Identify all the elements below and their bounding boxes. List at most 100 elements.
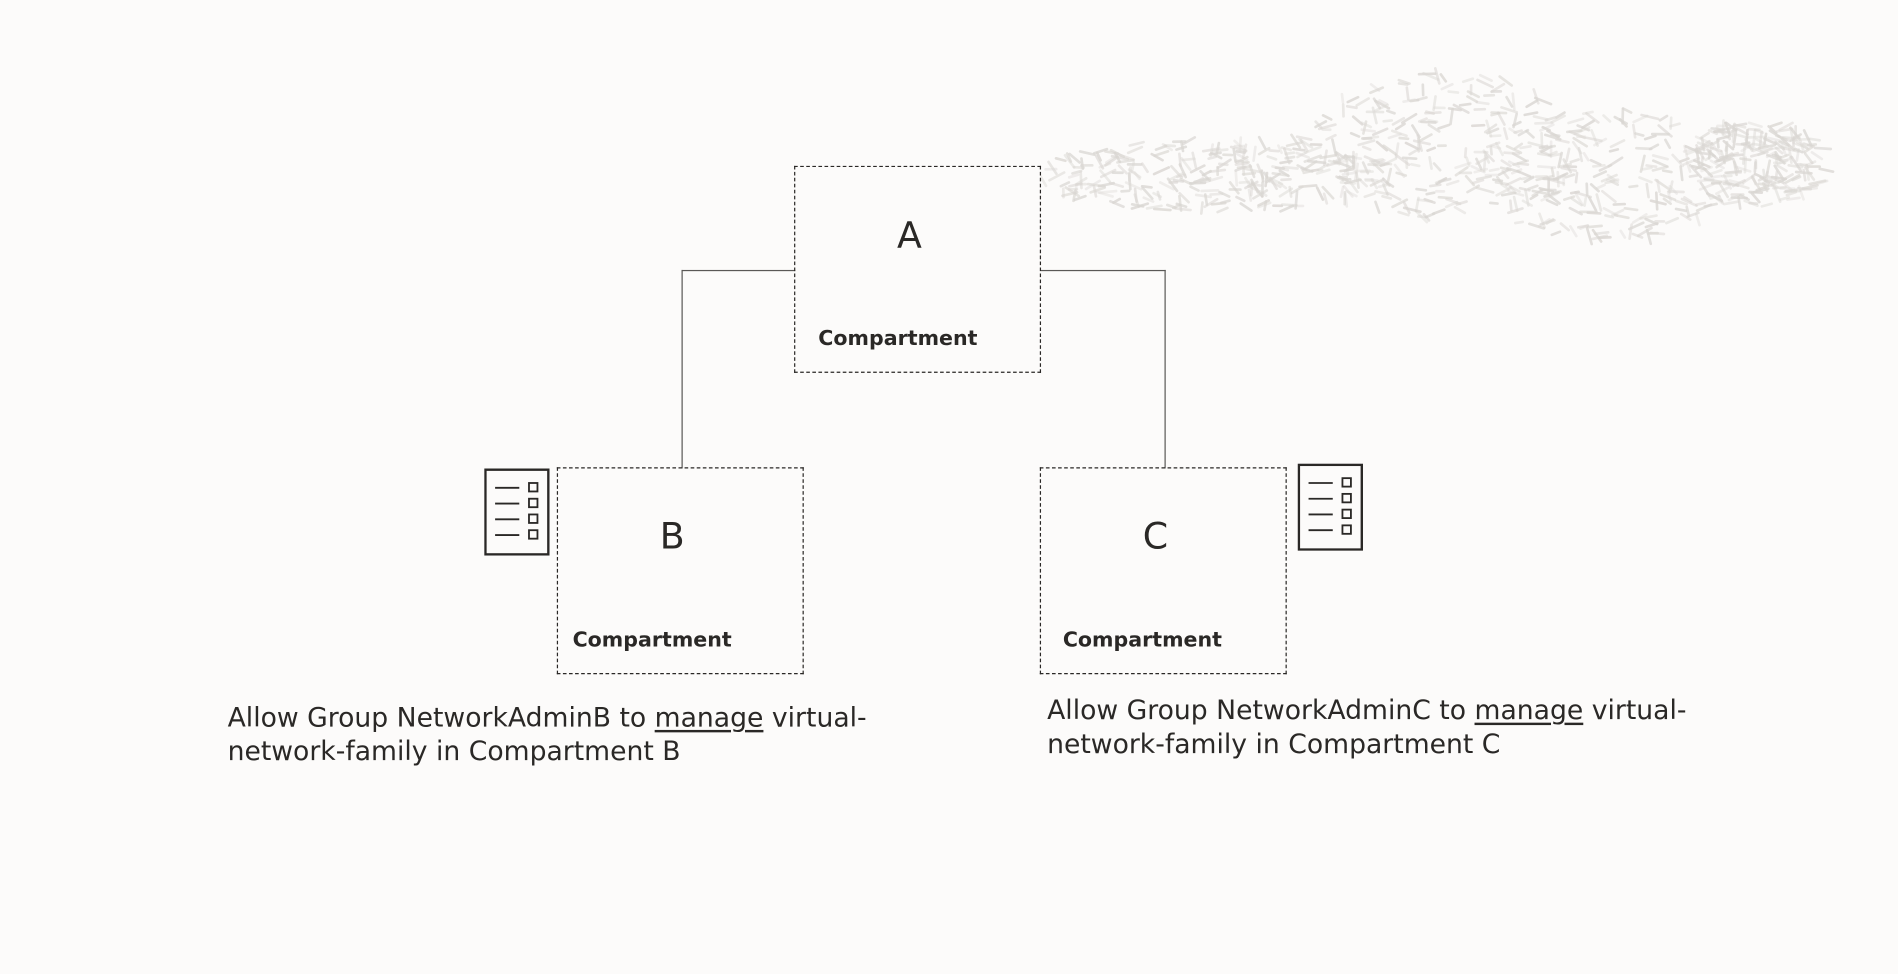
texture-stroke bbox=[1727, 194, 1740, 202]
texture-stroke bbox=[1753, 172, 1765, 179]
texture-stroke bbox=[1737, 195, 1742, 210]
texture-stroke bbox=[1321, 114, 1333, 121]
texture-stroke bbox=[1501, 169, 1510, 180]
texture-stroke bbox=[1508, 127, 1518, 135]
policy-c-line-2: network-family in Compartment C bbox=[1047, 729, 1501, 761]
texture-stroke bbox=[1127, 172, 1132, 191]
texture-stroke bbox=[1094, 154, 1105, 170]
texture-stroke bbox=[1361, 161, 1370, 175]
texture-stroke bbox=[1700, 156, 1704, 168]
texture-stroke bbox=[1397, 210, 1410, 217]
texture-stroke bbox=[1210, 201, 1227, 206]
texture-stroke bbox=[1339, 168, 1354, 173]
texture-stroke bbox=[1667, 190, 1685, 194]
texture-stroke bbox=[1128, 140, 1145, 147]
texture-stroke bbox=[1542, 177, 1560, 181]
texture-stroke bbox=[1645, 228, 1653, 246]
texture-stroke bbox=[1228, 181, 1240, 195]
policy-statement-b: Allow Group NetworkAdminB to manage virt… bbox=[228, 702, 867, 770]
texture-stroke bbox=[1475, 186, 1495, 194]
texture-stroke bbox=[1394, 122, 1406, 131]
texture-stroke bbox=[1426, 146, 1437, 152]
texture-stroke bbox=[1453, 205, 1467, 215]
texture-stroke bbox=[1805, 163, 1810, 181]
texture-stroke bbox=[1754, 128, 1765, 135]
texture-stroke bbox=[1671, 153, 1685, 168]
texture-stroke bbox=[1508, 185, 1521, 193]
texture-stroke bbox=[1685, 160, 1692, 173]
texture-stroke bbox=[1203, 197, 1219, 209]
texture-stroke bbox=[1263, 171, 1271, 183]
texture-stroke bbox=[1628, 184, 1639, 189]
texture-stroke bbox=[1732, 153, 1744, 157]
texture-stroke bbox=[1550, 230, 1562, 237]
texture-stroke bbox=[1156, 190, 1162, 201]
texture-stroke bbox=[1068, 182, 1083, 188]
texture-stroke bbox=[1593, 230, 1610, 236]
texture-stroke bbox=[1489, 145, 1493, 156]
texture-stroke bbox=[1525, 129, 1535, 139]
texture-stroke bbox=[1447, 90, 1460, 94]
policy-b-pre: Allow Group NetworkAdminB to bbox=[227, 703, 655, 734]
texture-stroke bbox=[1691, 164, 1707, 171]
texture-stroke bbox=[1189, 185, 1200, 192]
texture-stroke bbox=[1200, 188, 1220, 193]
texture-stroke bbox=[1739, 157, 1752, 162]
texture-stroke bbox=[1651, 165, 1669, 172]
texture-stroke bbox=[1699, 181, 1711, 198]
texture-stroke bbox=[1427, 123, 1441, 133]
texture-stroke bbox=[1059, 181, 1071, 188]
texture-stroke bbox=[1397, 78, 1411, 85]
texture-stroke bbox=[1454, 166, 1469, 177]
texture-stroke bbox=[1638, 176, 1653, 184]
texture-stroke bbox=[1707, 129, 1719, 136]
texture-stroke bbox=[1731, 122, 1748, 128]
texture-stroke bbox=[1063, 153, 1076, 169]
texture-stroke bbox=[1124, 181, 1143, 191]
texture-stroke bbox=[1041, 174, 1048, 188]
texture-stroke bbox=[1473, 167, 1489, 174]
texture-stroke bbox=[1339, 185, 1345, 199]
texture-stroke bbox=[1314, 120, 1328, 129]
texture-stroke bbox=[1606, 173, 1620, 184]
texture-stroke bbox=[1783, 146, 1800, 153]
texture-stroke bbox=[1623, 206, 1639, 212]
texture-stroke bbox=[1593, 137, 1608, 147]
texture-stroke bbox=[1609, 139, 1626, 149]
texture-stroke bbox=[1439, 73, 1448, 83]
texture-stroke bbox=[1773, 185, 1782, 204]
texture-stroke bbox=[1585, 136, 1603, 143]
texture-stroke bbox=[1523, 111, 1539, 117]
texture-stroke bbox=[1585, 112, 1600, 124]
texture-stroke bbox=[1218, 162, 1229, 167]
texture-stroke bbox=[1715, 160, 1726, 169]
texture-stroke bbox=[1369, 86, 1385, 95]
texture-stroke bbox=[1794, 170, 1813, 175]
texture-stroke bbox=[1397, 82, 1409, 86]
texture-stroke bbox=[1098, 162, 1112, 169]
texture-stroke bbox=[1205, 175, 1224, 183]
texture-stroke bbox=[1544, 116, 1557, 122]
texture-stroke bbox=[1475, 175, 1493, 181]
texture-stroke bbox=[1513, 220, 1525, 225]
texture-stroke bbox=[1658, 114, 1669, 122]
texture-stroke bbox=[1108, 181, 1125, 188]
texture-stroke bbox=[1628, 221, 1645, 231]
texture-stroke bbox=[1765, 159, 1772, 177]
texture-stroke bbox=[1649, 199, 1667, 206]
texture-stroke bbox=[1731, 157, 1740, 173]
texture-stroke bbox=[1445, 197, 1462, 206]
texture-stroke bbox=[1527, 141, 1546, 149]
texture-stroke bbox=[1295, 135, 1313, 141]
texture-stroke bbox=[1784, 188, 1798, 193]
texture-stroke bbox=[1654, 178, 1671, 191]
texture-stroke bbox=[1639, 154, 1646, 173]
texture-stroke bbox=[1292, 147, 1306, 152]
texture-stroke bbox=[1482, 149, 1491, 164]
texture-stroke bbox=[1631, 213, 1648, 224]
texture-stroke bbox=[1600, 173, 1618, 183]
texture-stroke bbox=[1574, 171, 1579, 184]
texture-stroke bbox=[1283, 147, 1291, 165]
texture-stroke bbox=[1688, 174, 1699, 178]
texture-stroke bbox=[1787, 146, 1793, 165]
